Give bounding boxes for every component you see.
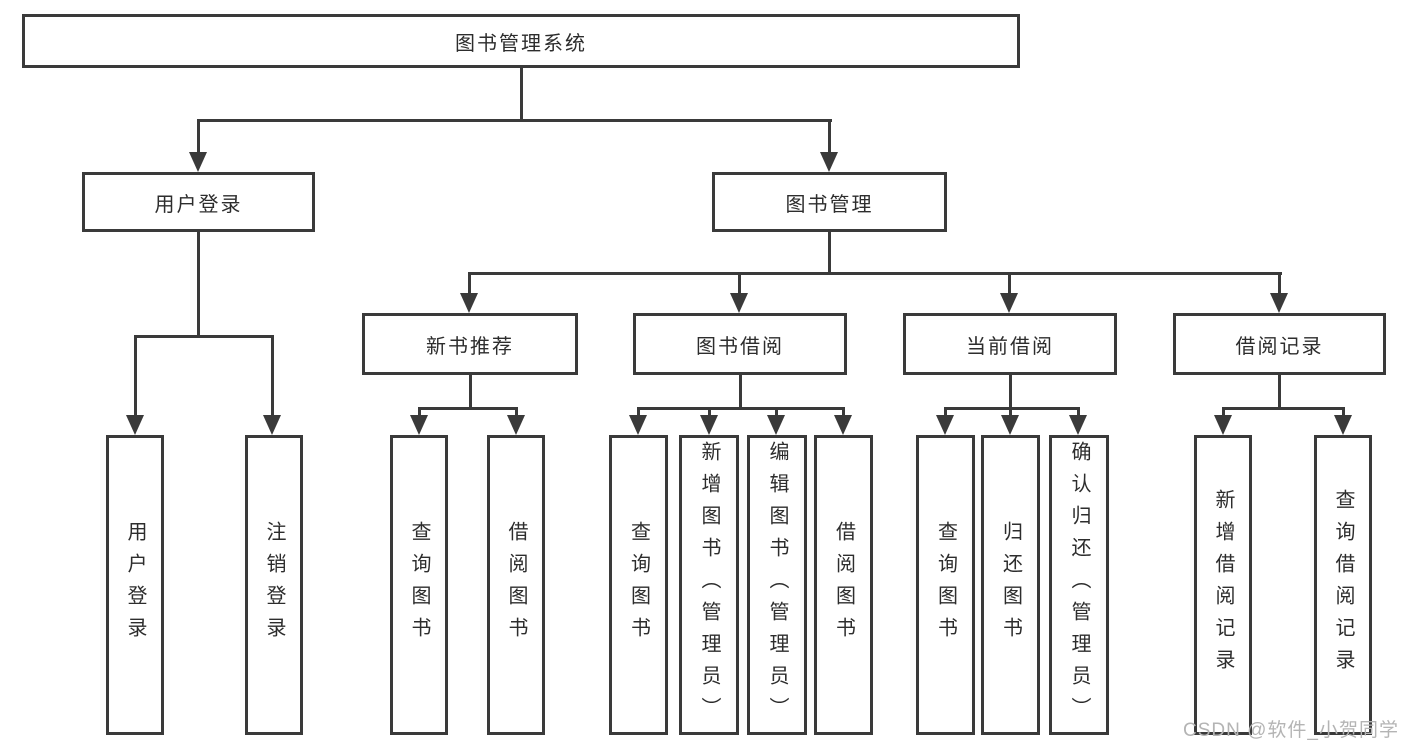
arrow-down-icon	[700, 415, 718, 435]
arrow-down-icon	[1069, 415, 1087, 435]
arrow-down-icon	[507, 415, 525, 435]
node-borrow-record-label: 借阅记录	[1235, 335, 1324, 358]
leaf-label: 归还图书	[999, 521, 1022, 649]
leaf-label: 确认归还（管理员）	[1068, 441, 1090, 729]
node-current-borrow: 当前借阅	[903, 313, 1117, 375]
node-new-book-recommend-label: 新书推荐	[426, 335, 514, 358]
connector-line	[418, 407, 518, 410]
connector-line	[197, 119, 200, 155]
connector-line	[1009, 407, 1012, 418]
arrow-down-icon	[460, 293, 478, 313]
connector-line	[1008, 272, 1011, 294]
arrow-down-icon	[936, 415, 954, 435]
connector-line	[197, 232, 200, 337]
connector-line	[134, 335, 137, 416]
leaf-label: 编辑图书（管理员）	[766, 441, 788, 729]
leaf-user-login: 用户登录	[106, 435, 164, 735]
connector-line	[468, 272, 1282, 275]
connector-line	[828, 119, 831, 155]
leaf-label: 查询图书	[934, 521, 957, 649]
leaf-borrow-book-recommend: 借阅图书	[487, 435, 545, 735]
node-book-borrow-label: 图书借阅	[696, 335, 784, 358]
arrow-down-icon	[410, 415, 428, 435]
connector-line	[775, 407, 778, 418]
connector-line	[944, 407, 1080, 410]
arrow-down-icon	[1214, 415, 1232, 435]
connector-line	[1278, 272, 1281, 294]
arrow-down-icon	[820, 152, 838, 172]
arrow-down-icon	[1001, 415, 1019, 435]
leaf-query-borrow-record: 查询借阅记录	[1314, 435, 1372, 735]
arrow-down-icon	[1000, 293, 1018, 313]
connector-line	[738, 272, 741, 294]
leaf-add-borrow-record: 新增借阅记录	[1194, 435, 1252, 735]
node-user-login-label: 用户登录	[154, 193, 243, 216]
root-node-label: 图书管理系统	[455, 32, 587, 55]
leaf-label: 查询借阅记录	[1332, 489, 1354, 681]
leaf-label: 查询图书	[408, 521, 430, 649]
connector-line	[1222, 407, 1344, 410]
arrow-down-icon	[1270, 293, 1288, 313]
leaf-query-book-current: 查询图书	[916, 435, 975, 735]
leaf-borrow-book: 借阅图书	[814, 435, 873, 735]
connector-line	[944, 407, 947, 418]
connector-line	[520, 68, 523, 121]
leaf-label: 新增图书（管理员）	[698, 441, 720, 729]
leaf-edit-book-admin: 编辑图书（管理员）	[747, 435, 807, 735]
arrow-down-icon	[1334, 415, 1352, 435]
connector-line	[1342, 407, 1345, 418]
node-borrow-record: 借阅记录	[1173, 313, 1386, 375]
leaf-add-book-admin: 新增图书（管理员）	[679, 435, 739, 735]
leaf-confirm-return-admin: 确认归还（管理员）	[1049, 435, 1109, 735]
connector-line	[134, 335, 274, 338]
leaf-label: 借阅图书	[832, 521, 855, 649]
connector-line	[828, 232, 831, 274]
connector-line	[842, 407, 845, 418]
connector-line	[637, 407, 640, 418]
node-book-borrow: 图书借阅	[633, 313, 847, 375]
arrow-down-icon	[189, 152, 207, 172]
connector-line	[1222, 407, 1225, 418]
connector-line	[1077, 407, 1080, 418]
leaf-label: 借阅图书	[505, 521, 527, 649]
node-book-management-label: 图书管理	[785, 193, 874, 216]
node-current-borrow-label: 当前借阅	[966, 335, 1054, 358]
leaf-query-book-recommend: 查询图书	[390, 435, 448, 735]
connector-line	[739, 375, 742, 410]
leaf-user-login-label: 用户登录	[124, 521, 146, 649]
leaf-logout-label: 注销登录	[263, 521, 285, 649]
leaf-logout: 注销登录	[245, 435, 303, 735]
connector-line	[418, 407, 421, 418]
connector-line	[197, 119, 832, 122]
csdn-watermark: CSDN @软件_小贺同学	[1183, 720, 1399, 741]
connector-line	[468, 272, 471, 294]
connector-line	[271, 335, 274, 416]
leaf-query-book-borrow: 查询图书	[609, 435, 668, 735]
root-node-library-system: 图书管理系统	[22, 14, 1020, 68]
connector-line	[1278, 375, 1281, 410]
leaf-label: 新增借阅记录	[1212, 489, 1234, 681]
arrow-down-icon	[263, 415, 281, 435]
arrow-down-icon	[767, 415, 785, 435]
node-new-book-recommend: 新书推荐	[362, 313, 578, 375]
arrow-down-icon	[730, 293, 748, 313]
arrow-down-icon	[834, 415, 852, 435]
node-user-login: 用户登录	[82, 172, 315, 232]
connector-line	[708, 407, 711, 418]
arrow-down-icon	[126, 415, 144, 435]
connector-line	[469, 375, 472, 410]
arrow-down-icon	[629, 415, 647, 435]
connector-line	[637, 407, 844, 410]
node-book-management: 图书管理	[712, 172, 947, 232]
leaf-label: 查询图书	[627, 521, 650, 649]
leaf-return-book: 归还图书	[981, 435, 1040, 735]
connector-line	[515, 407, 518, 418]
connector-line	[1009, 375, 1012, 410]
